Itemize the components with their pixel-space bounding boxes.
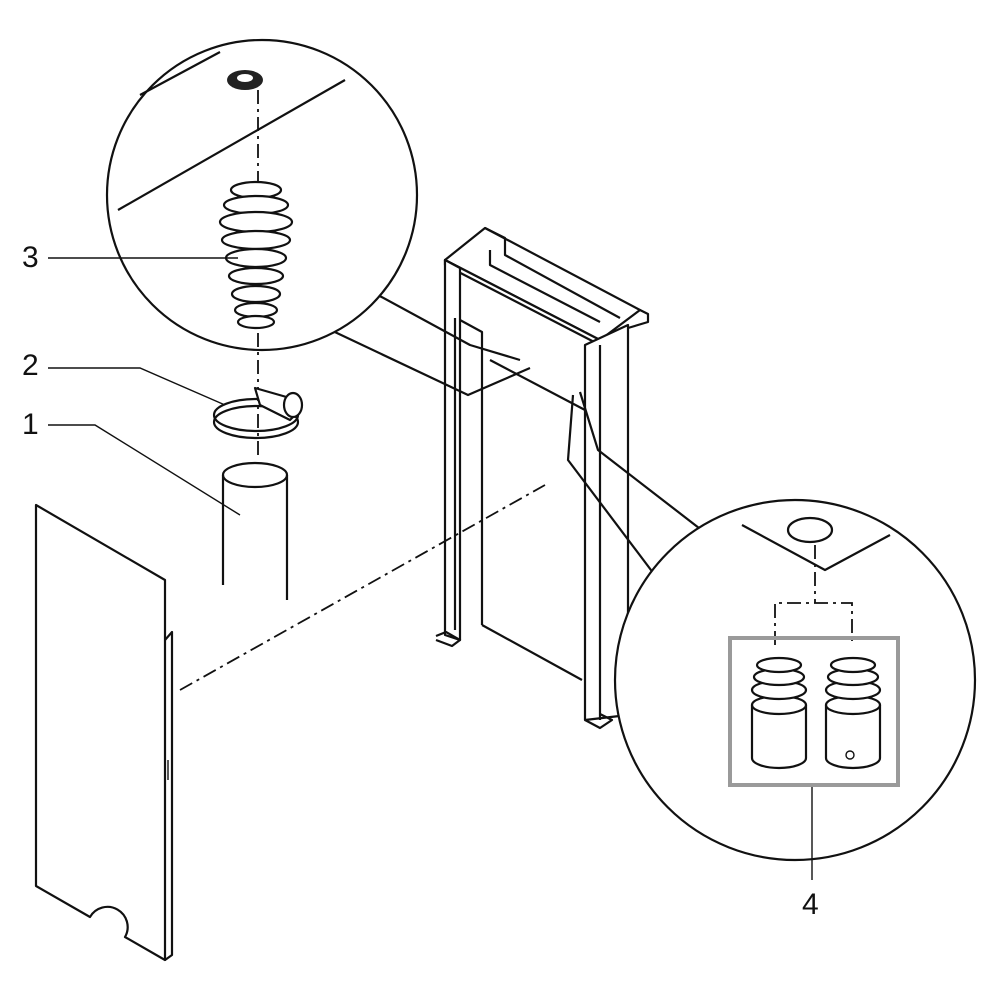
mounting-frame [435, 226, 650, 730]
detail-circle-top [105, 38, 419, 460]
plug-left [750, 656, 808, 770]
hose-clamp [212, 386, 304, 440]
plug-pair-box [728, 636, 900, 787]
plug-right [824, 656, 882, 770]
callout-label-1: 1 [22, 408, 39, 441]
callout-label-2: 2 [22, 349, 39, 382]
cover-panel [34, 503, 174, 962]
callout-label-3: 3 [22, 241, 39, 274]
bellows-seal [218, 180, 294, 330]
leader-line-2 [48, 367, 226, 406]
pipe [221, 461, 289, 600]
callout-line-right [566, 394, 661, 583]
callout-line-top [319, 324, 531, 397]
detail-circle-right [613, 498, 977, 862]
leader-line-1 [48, 424, 241, 516]
callout-label-4: 4 [802, 888, 819, 921]
